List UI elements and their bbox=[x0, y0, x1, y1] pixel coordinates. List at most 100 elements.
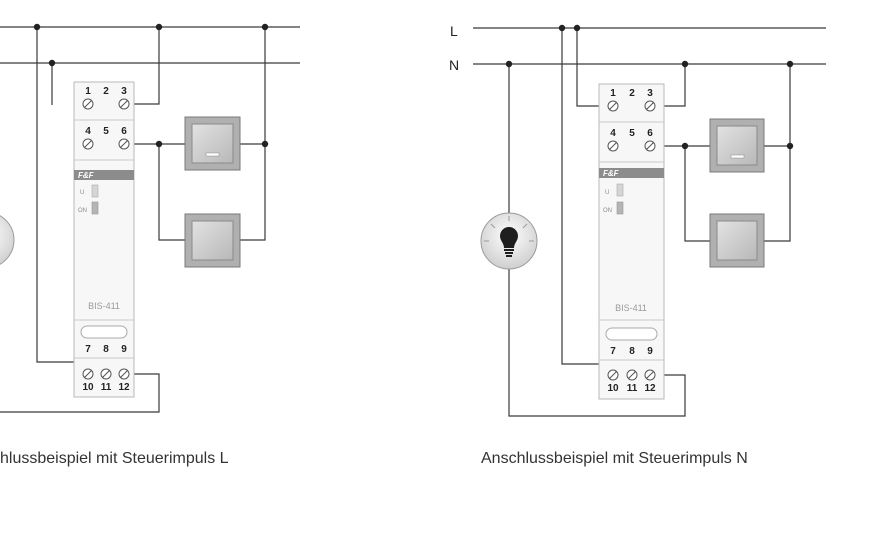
module-model-label: BIS-411 bbox=[88, 301, 120, 311]
junction-dot bbox=[558, 24, 566, 32]
button-rocker bbox=[191, 123, 234, 164]
led-label-u: U bbox=[605, 190, 609, 196]
label-slot bbox=[605, 327, 658, 341]
terminal-10: 10 bbox=[607, 383, 619, 394]
lamp-rays bbox=[484, 216, 534, 242]
terminal-4: 4 bbox=[85, 126, 91, 137]
module-housing bbox=[598, 83, 665, 400]
led-indicator bbox=[616, 183, 624, 197]
button-rocker bbox=[716, 220, 758, 261]
led-indicator bbox=[91, 184, 99, 198]
right-wire-to-button2 bbox=[684, 146, 710, 242]
button-rocker bbox=[716, 125, 758, 166]
terminal-8: 8 bbox=[629, 346, 635, 357]
left-push-button-1 bbox=[184, 116, 241, 171]
right-module: 1 2 3 4 5 6 F&F U ON BIS-411 7 8 9 bbox=[598, 83, 665, 400]
led-indicator bbox=[616, 201, 624, 215]
junction-dot bbox=[33, 23, 41, 31]
left-lamp bbox=[0, 215, 15, 265]
right-diagram: L N bbox=[449, 23, 826, 417]
terminal-5: 5 bbox=[629, 128, 635, 139]
left-caption: hlussbeispiel mit Steuerimpuls L bbox=[0, 450, 229, 467]
terminal-2: 2 bbox=[629, 88, 635, 99]
right-push-button-1 bbox=[709, 118, 765, 173]
terminal-11: 11 bbox=[627, 383, 638, 394]
junction-dot bbox=[681, 142, 689, 150]
bulb-base bbox=[505, 252, 513, 254]
bulb-base bbox=[504, 249, 514, 251]
terminal-4: 4 bbox=[610, 128, 616, 139]
right-wire-l-to-10 bbox=[561, 28, 613, 365]
terminal-screw bbox=[644, 369, 656, 381]
rail-label-n: N bbox=[449, 57, 459, 73]
terminal-9: 9 bbox=[121, 344, 127, 355]
right-caption: Anschlussbeispiel mit Steuerimpuls N bbox=[481, 450, 748, 467]
terminal-7: 7 bbox=[610, 346, 616, 357]
left-wire-to-button2 bbox=[158, 144, 185, 241]
brand-logo: F&F bbox=[603, 169, 620, 178]
rail-label-l: L bbox=[450, 23, 458, 39]
terminal-screw bbox=[100, 368, 112, 380]
led-indicator bbox=[91, 201, 99, 215]
terminal-screw bbox=[626, 369, 638, 381]
terminal-screw bbox=[82, 98, 94, 110]
junction-dot bbox=[261, 23, 269, 31]
junction-dot bbox=[155, 23, 163, 31]
terminal-screw bbox=[644, 100, 656, 112]
junction-dot bbox=[786, 142, 794, 150]
left-wire-l-to-3 bbox=[124, 27, 160, 105]
brand-logo: F&F bbox=[78, 171, 95, 180]
bulb-base bbox=[506, 255, 512, 257]
junction-dot bbox=[155, 140, 163, 148]
junction-dot bbox=[261, 140, 269, 148]
terminal-12: 12 bbox=[644, 383, 656, 394]
terminal-1: 1 bbox=[85, 86, 91, 97]
button-indicator bbox=[205, 152, 220, 157]
left-module: 1 2 3 4 5 6 F&F U ON BIS-411 7 8 9 bbox=[73, 81, 135, 398]
terminal-6: 6 bbox=[121, 126, 127, 137]
terminal-10: 10 bbox=[82, 382, 94, 393]
button-rocker bbox=[191, 220, 234, 261]
junction-dot bbox=[48, 59, 56, 67]
terminal-9: 9 bbox=[647, 346, 653, 357]
left-wire-l-to-10 bbox=[36, 27, 88, 363]
terminal-screw bbox=[118, 368, 130, 380]
junction-dot bbox=[786, 60, 794, 68]
terminal-3: 3 bbox=[121, 86, 127, 97]
module-model-label: BIS-411 bbox=[615, 303, 647, 313]
brand-band bbox=[74, 170, 134, 180]
left-diagram: 1 2 3 4 5 6 F&F U ON BIS-411 7 8 9 bbox=[0, 23, 300, 413]
right-push-button-2 bbox=[709, 213, 765, 268]
terminal-6: 6 bbox=[647, 128, 653, 139]
left-push-button-2 bbox=[184, 213, 241, 268]
junction-dot bbox=[681, 60, 689, 68]
terminal-12: 12 bbox=[118, 382, 130, 393]
right-lamp bbox=[480, 212, 538, 270]
led-label-u: U bbox=[80, 190, 84, 196]
module-housing bbox=[73, 81, 135, 398]
terminal-screw bbox=[607, 369, 619, 381]
terminal-screw bbox=[82, 138, 94, 150]
lightbulb-icon bbox=[500, 227, 518, 248]
terminal-screw bbox=[644, 140, 656, 152]
terminal-5: 5 bbox=[103, 126, 109, 137]
junction-dot bbox=[573, 24, 581, 32]
terminal-8: 8 bbox=[103, 344, 109, 355]
terminal-11: 11 bbox=[101, 382, 112, 393]
terminal-screw bbox=[607, 100, 619, 112]
brand-band bbox=[599, 168, 664, 178]
left-wire-12-to-lamp bbox=[0, 373, 160, 413]
terminal-3: 3 bbox=[647, 88, 653, 99]
terminal-screw bbox=[82, 368, 94, 380]
terminal-2: 2 bbox=[103, 86, 109, 97]
terminal-screw bbox=[118, 138, 130, 150]
label-slot bbox=[80, 325, 128, 339]
terminal-screw bbox=[607, 140, 619, 152]
terminal-screw bbox=[118, 98, 130, 110]
junction-dot bbox=[505, 60, 513, 68]
right-wire-lamp-to-12 bbox=[508, 268, 686, 417]
button-indicator bbox=[730, 154, 745, 159]
led-label-on: ON bbox=[78, 208, 87, 214]
terminal-1: 1 bbox=[610, 88, 616, 99]
